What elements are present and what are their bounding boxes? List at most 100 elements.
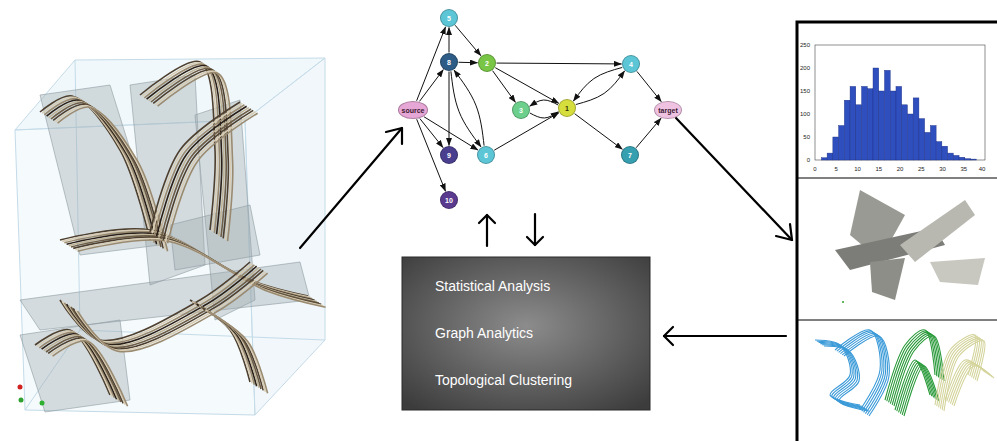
- graph-node: 8: [440, 53, 458, 71]
- flow-arrows: [300, 118, 792, 345]
- axis-tick-label: 25: [918, 166, 925, 172]
- graph-node: 9: [440, 146, 458, 164]
- axis-marker: [18, 385, 23, 390]
- graph-node: 3: [512, 101, 530, 119]
- histogram-bar: [919, 119, 925, 160]
- graph-node: 1: [558, 99, 576, 117]
- streamline: [844, 336, 889, 416]
- streamline: [835, 330, 880, 410]
- histogram-bar: [948, 153, 954, 160]
- node-label: 4: [629, 61, 633, 68]
- axis-tick-label: 50: [803, 134, 810, 140]
- flow-arrow: [664, 335, 786, 337]
- axis-tick-label: 20: [897, 166, 904, 172]
- histogram-bar: [873, 68, 879, 160]
- streamline: [942, 339, 983, 409]
- streamline: [839, 332, 884, 412]
- histogram-bar: [959, 157, 965, 160]
- graph-node: 10: [440, 191, 458, 209]
- graph-edge: [530, 100, 558, 106]
- histogram-bar: [884, 70, 890, 160]
- fracture-plane: [900, 200, 975, 262]
- histogram-bar: [930, 126, 936, 161]
- node-label: 10: [445, 197, 453, 204]
- axis-tick-label: 200: [800, 65, 810, 71]
- axis-tick-label: 100: [800, 111, 810, 117]
- graph-node: 4: [622, 55, 640, 73]
- streamline: [168, 113, 258, 243]
- streamline: [205, 310, 265, 392]
- streamline: [944, 341, 985, 411]
- histogram-bar: [850, 86, 856, 160]
- results-panel: [797, 22, 997, 441]
- graph-edge: [530, 112, 558, 118]
- histogram-bar: [833, 137, 839, 160]
- axis-marker: [19, 398, 24, 403]
- streamline: [71, 236, 319, 303]
- node-label: 2: [485, 60, 489, 67]
- graph-edge: [419, 70, 443, 102]
- axis-marker: [842, 301, 844, 303]
- graph-node: target: [654, 101, 681, 119]
- axis-tick-label: 5: [835, 166, 838, 172]
- axis-tick-label: 35: [960, 166, 967, 172]
- graph-edge: [449, 72, 450, 146]
- streamline: [842, 334, 887, 414]
- graph-edge: [420, 119, 443, 148]
- histogram-bar: [867, 89, 873, 160]
- flow-arrow: [534, 214, 536, 245]
- node-label: 3: [519, 107, 523, 114]
- flow-arrow: [676, 118, 792, 240]
- streamline: [837, 331, 882, 411]
- axis-marker: [40, 401, 45, 406]
- streamline: [165, 112, 255, 242]
- axis-tick-label: 15: [875, 166, 882, 172]
- method-label: Topological Clustering: [435, 372, 650, 389]
- axis-tick-label: 0: [813, 166, 816, 172]
- histogram-bar: [896, 86, 902, 160]
- streamline: [822, 345, 867, 410]
- graph-node: 7: [621, 146, 639, 164]
- histogram-bar: [839, 126, 845, 161]
- histogram-bar: [856, 105, 862, 160]
- histogram-bar: [942, 146, 948, 160]
- streamline: [73, 237, 321, 304]
- graph-edge: [454, 70, 484, 146]
- histogram-bar: [936, 142, 942, 160]
- arrow-head: [386, 128, 402, 144]
- node-label: 7: [628, 152, 632, 159]
- histogram-bar: [965, 159, 971, 160]
- analysis-box-fill: [402, 257, 650, 410]
- streamline: [840, 333, 885, 413]
- axis-tick-label: 30: [939, 166, 946, 172]
- histogram-bar: [925, 132, 931, 160]
- streamline: [902, 365, 937, 415]
- streamline: [899, 362, 934, 412]
- histogram-bar: [902, 105, 908, 160]
- streamlines: [35, 61, 326, 406]
- histogram-bar: [907, 114, 913, 160]
- graph-node: 5: [440, 9, 458, 27]
- graph-edge: [451, 71, 481, 147]
- fracture-planes: [20, 75, 310, 412]
- graph-node: 2: [478, 54, 496, 72]
- domain-cube: [15, 58, 325, 415]
- graph-edge: [449, 28, 450, 53]
- fracture-plane: [870, 258, 905, 300]
- axis-tick-label: 40: [979, 166, 986, 172]
- method-label: Statistical Analysis: [435, 278, 650, 295]
- graph-edge: [424, 117, 478, 150]
- graph-edge: [576, 71, 625, 105]
- histogram-bar: [879, 91, 885, 160]
- histogram-bar: [862, 86, 868, 160]
- streamline: [824, 346, 869, 411]
- axis-tick-label: 250: [800, 42, 810, 48]
- graph-edge: [575, 114, 623, 150]
- streamline: [820, 344, 865, 409]
- graph-edge: [455, 25, 481, 55]
- streamline: [163, 110, 253, 240]
- graph-edge: [637, 71, 661, 101]
- streamline: [904, 366, 939, 416]
- axis-tick-label: 0: [807, 157, 810, 163]
